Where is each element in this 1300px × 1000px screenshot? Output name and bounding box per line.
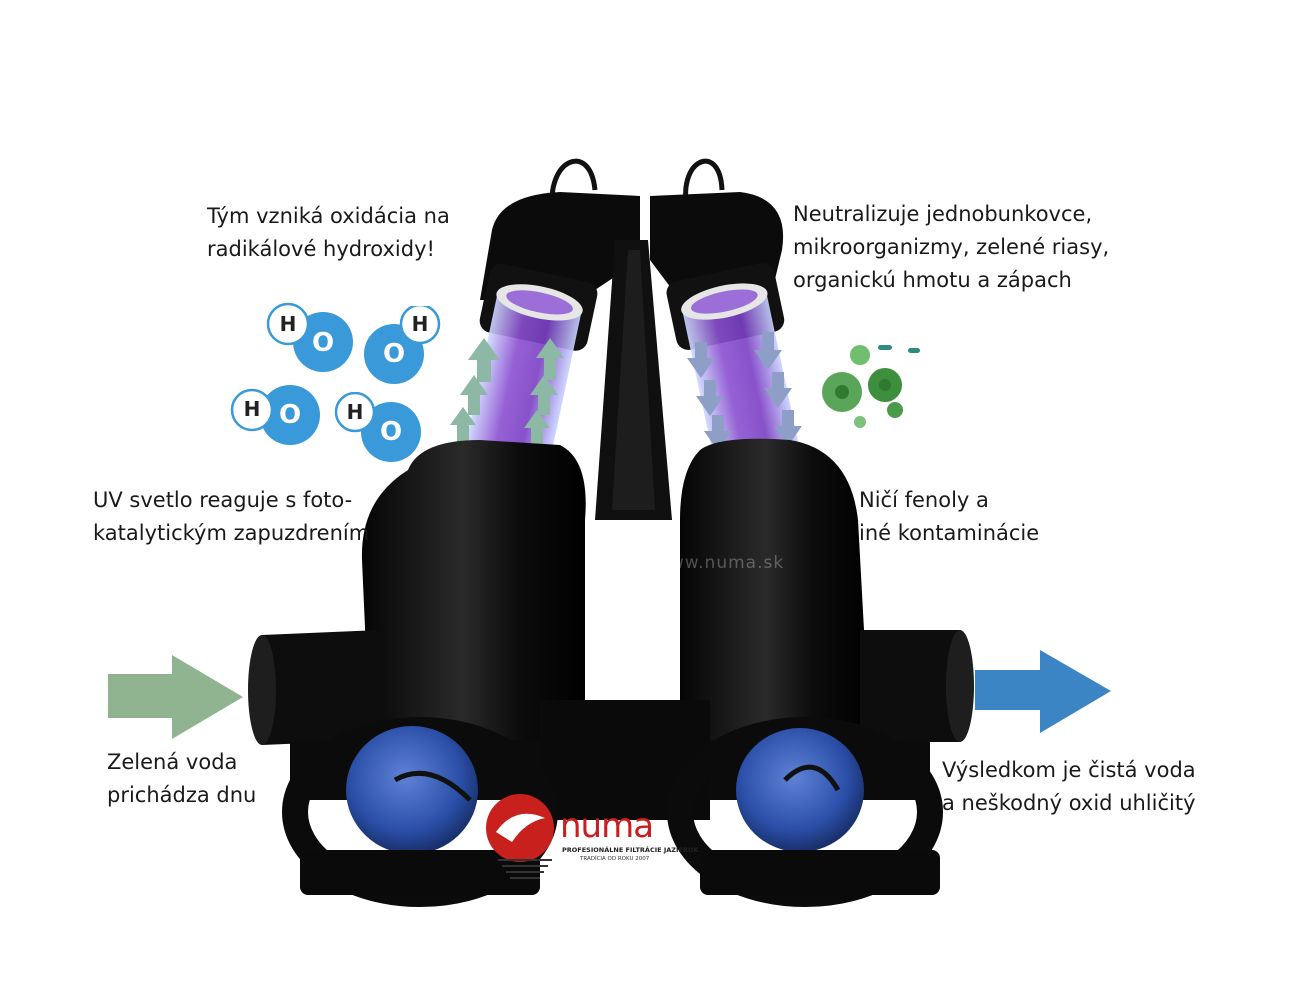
- outlet-pipe: [860, 630, 968, 742]
- hydroxyl-molecule-icon: [266, 302, 353, 372]
- brand-tagline: PROFESIONÁLNE FILTRÁCIE JAZIEROK: [562, 846, 699, 854]
- atom-o: O: [382, 339, 406, 369]
- lower-body-left: [361, 440, 586, 740]
- hydroxyl-molecule-icon: [334, 392, 421, 462]
- inflow-arrow-icon: [108, 655, 243, 739]
- atom-h: H: [279, 312, 297, 336]
- atom-h: H: [346, 400, 364, 424]
- uv-tube-left: [461, 263, 598, 483]
- molecule-3: H O: [230, 380, 325, 450]
- brand-since: TRADÍCIA OD ROKU 2007: [580, 856, 650, 862]
- molecule-4: H O: [333, 392, 423, 466]
- caption-clean-water-out: Výsledkom je čistá voda a neškodný oxid …: [942, 758, 1196, 815]
- caption-green-water-in: Zelená voda prichádza dnu: [107, 750, 257, 807]
- molecule-2: H O: [364, 306, 442, 386]
- numa-logo-icon: [486, 794, 554, 879]
- atom-o: O: [311, 328, 335, 358]
- molecule-1: H O: [266, 302, 361, 376]
- up-arrows: [450, 338, 564, 446]
- outflow-arrow-icon: [975, 650, 1111, 733]
- caption-destroys-phenols: Ničí fenoly a iné kontaminácie: [859, 488, 1040, 545]
- hydroxyl-molecule-icon: [230, 385, 320, 445]
- down-arrows: [687, 332, 802, 451]
- watermark: www.numa.sk: [655, 553, 785, 573]
- atom-h: H: [243, 397, 261, 421]
- atom-o: O: [278, 400, 302, 430]
- atom-o: O: [379, 417, 403, 447]
- hydroxyl-molecule-icon: [364, 306, 441, 384]
- atom-h: H: [411, 312, 429, 336]
- bacteria-icon: [822, 345, 920, 428]
- caption-neutralizes: Neutralizuje jednobunkovce, mikroorganiz…: [793, 202, 1110, 292]
- lower-body-right: [680, 438, 870, 740]
- brand-wordmark: numa: [560, 806, 654, 846]
- caption-hydroxyl-oxidation: Tým vzniká oxidácia na radikálové hydrox…: [207, 204, 450, 261]
- inlet-pipe: [254, 630, 380, 745]
- caption-uv-reaction: UV svetlo reaguje s foto- katalytickým z…: [93, 488, 370, 545]
